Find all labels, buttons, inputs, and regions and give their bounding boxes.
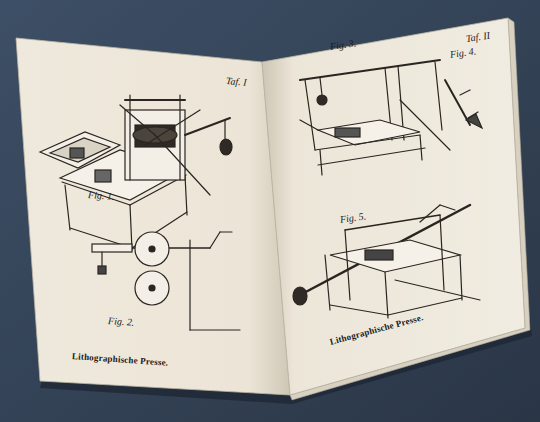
figure-label: Fig. 1.	[88, 190, 115, 202]
plate-number: Taf. I	[226, 76, 248, 88]
figure-label: Fig. 2.	[108, 316, 135, 328]
